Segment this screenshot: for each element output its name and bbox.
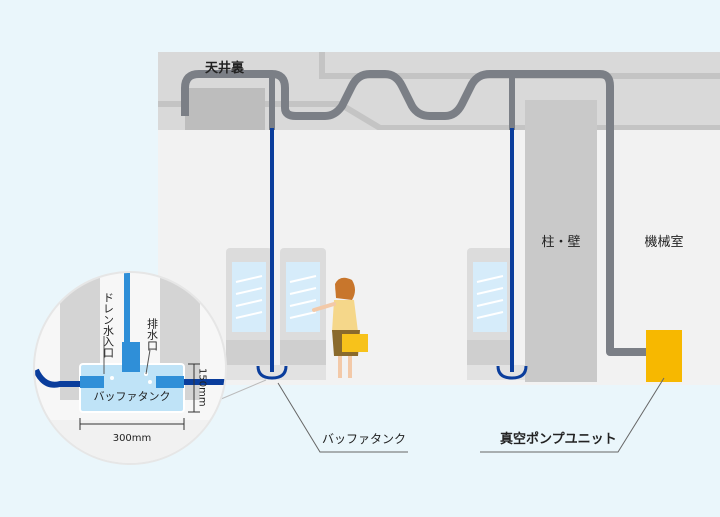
buffer-tank-leader — [277, 382, 408, 453]
detail-drain-pipe — [124, 273, 130, 342]
refrigerated-showcase-icon — [467, 248, 525, 380]
buffer-tank-label: バッファタンク — [322, 432, 406, 446]
svg-text:150mm: 150mm — [197, 368, 208, 407]
pillar-wall — [525, 100, 597, 382]
shopper-woman-icon — [312, 277, 368, 378]
zoom-connector — [213, 379, 267, 403]
ceiling-label: 天井裏 — [205, 60, 245, 76]
machine-room-label: 機械室 — [644, 234, 683, 250]
detail-buffer-tank-label: バッファタンク — [94, 390, 171, 403]
detail-outlet-label: 排水口 — [146, 317, 159, 351]
detail-drain-inlet-label: ドレン水入口 — [102, 292, 115, 358]
detail-height-dimension: 150mm — [188, 363, 208, 413]
showcase-base — [226, 365, 326, 380]
pump-leader — [480, 377, 665, 453]
ceiling-equipment — [185, 88, 265, 130]
refrigerated-showcase-icon — [226, 248, 272, 370]
detail-width-dimension: 300mm — [79, 418, 185, 444]
buffer-tank-small-2 — [496, 365, 528, 380]
pillar-wall-label: 柱・壁 — [541, 235, 580, 250]
main-vacuum-pipe — [181, 70, 648, 356]
svg-text:300mm: 300mm — [113, 433, 152, 444]
buffer-tank-small — [256, 365, 288, 380]
vacuum-pump-unit-label: 真空ポンプユニット — [500, 431, 617, 447]
vacuum-pump-icon — [646, 330, 682, 382]
